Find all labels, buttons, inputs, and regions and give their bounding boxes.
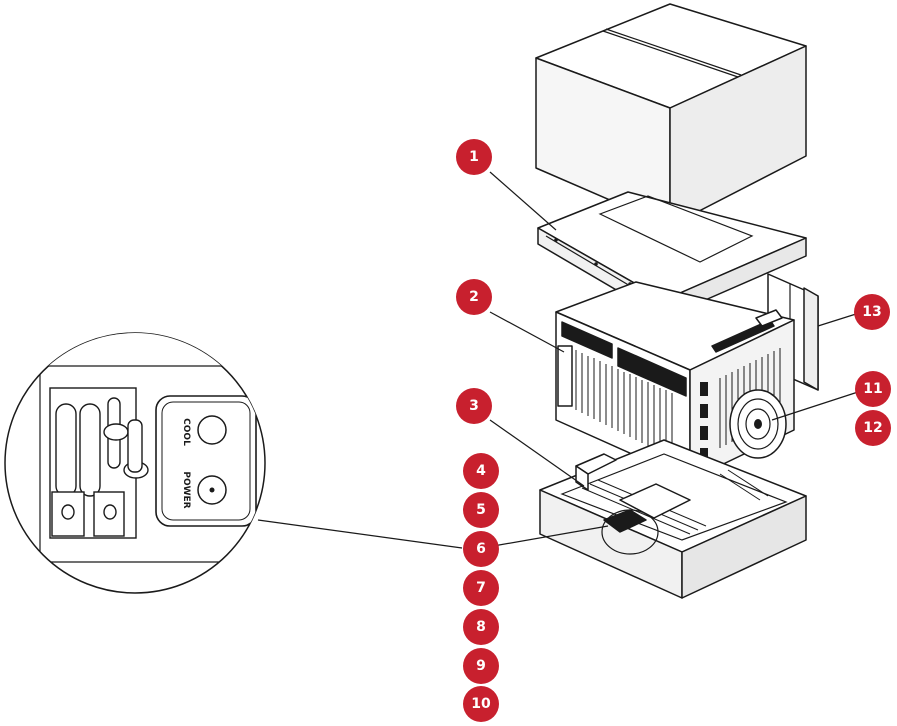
callout-1: 1 <box>456 139 492 175</box>
callout-11-label: 11 <box>863 381 882 397</box>
callout-3-label: 3 <box>469 398 479 414</box>
callout-9-label: 9 <box>476 658 486 674</box>
callout-7-label: 7 <box>476 580 486 596</box>
callout-3: 3 <box>456 388 492 424</box>
callout-2-label: 2 <box>469 289 479 305</box>
remote-detail-view: COOL POWER <box>4 332 266 594</box>
callout-10-label: 10 <box>471 696 491 712</box>
callout-1-label: 1 <box>469 149 479 165</box>
callout-8: 8 <box>463 609 499 645</box>
leader-detail <box>257 519 463 549</box>
leader-6 <box>481 525 609 549</box>
callout-12: 12 <box>855 410 891 446</box>
carton-box <box>535 3 807 227</box>
air-conditioner-unit <box>555 281 795 481</box>
callout-13-label: 13 <box>862 304 881 320</box>
callout-7: 7 <box>463 570 499 606</box>
callout-2: 2 <box>456 279 492 315</box>
fan-shroud <box>729 389 787 459</box>
callout-12-label: 12 <box>863 420 882 436</box>
callout-5: 5 <box>463 492 499 528</box>
callout-8-label: 8 <box>476 619 486 635</box>
callout-11: 11 <box>855 371 891 407</box>
cool-label: COOL <box>181 418 191 446</box>
leader-13 <box>817 313 857 327</box>
callout-4-label: 4 <box>476 463 486 479</box>
callout-4: 4 <box>463 453 499 489</box>
callout-9: 9 <box>463 648 499 684</box>
callout-5-label: 5 <box>476 502 486 518</box>
power-label: POWER <box>181 471 191 508</box>
callout-6: 6 <box>463 531 499 567</box>
leader-1 <box>489 171 557 231</box>
leader-2 <box>489 311 565 353</box>
callout-6-label: 6 <box>476 541 486 557</box>
leader-3 <box>489 419 585 487</box>
leader-lines <box>257 171 859 549</box>
bottom-foam-tray <box>539 439 807 599</box>
callout-13: 13 <box>854 294 890 330</box>
leader-11 <box>771 391 859 421</box>
callout-10: 10 <box>463 686 499 722</box>
